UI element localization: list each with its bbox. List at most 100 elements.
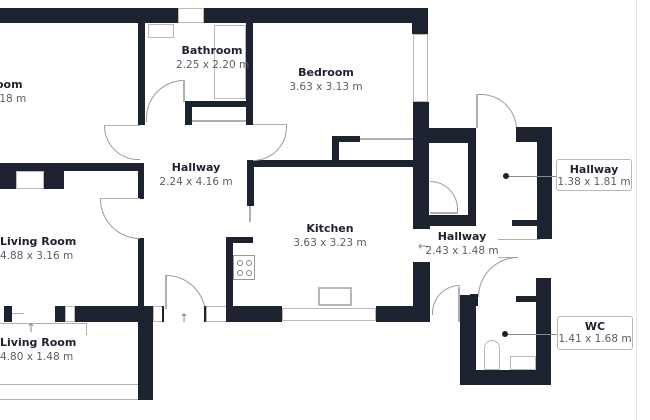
- entrance-door-swing[interactable]: [166, 275, 206, 315]
- room-dimensions: 4.80 x 1.48 m: [0, 351, 74, 363]
- wall-kitchen-right-low: [413, 262, 430, 322]
- wall-wc-left: [460, 295, 476, 385]
- room-name: Hallway: [171, 161, 221, 174]
- hall-door-left-top[interactable]: [104, 126, 140, 160]
- room-name: oom: [0, 78, 23, 91]
- wall-small-hall-lower: [430, 215, 476, 226]
- wall-wc-bottom: [460, 370, 551, 385]
- room-name: Bedroom: [298, 66, 354, 79]
- room-label-bedroom: Bedroom 3.63 x 3.13 m: [278, 66, 374, 94]
- upper-hall-door-swing[interactable]: [477, 94, 517, 130]
- room-label-kitchen: Kitchen 3.63 x 3.23 m: [282, 222, 378, 250]
- wall-bedroom-bottom: [253, 160, 417, 167]
- room-dimensions: 2.24 x 4.16 m: [159, 176, 233, 188]
- room-label-hallway-main: Hallway 2.24 x 4.16 m: [148, 161, 244, 189]
- bedroom-door-swing[interactable]: [253, 125, 287, 161]
- wall-living-hall-lower: [138, 238, 144, 308]
- window-kitchen: [282, 308, 376, 321]
- room-dimensions: 2.43 x 1.48 m: [425, 245, 499, 257]
- wall-top-right: [204, 8, 428, 23]
- callout-name: WC: [584, 320, 606, 333]
- wc-leader-line: [508, 334, 558, 335]
- wall-living-bottom-b: [55, 306, 65, 322]
- upper-hall-bottom-line: [498, 239, 540, 240]
- living2-line-a: [0, 384, 138, 385]
- hall-door-left-top-leaf: [104, 125, 140, 126]
- hallway-partition: [249, 206, 251, 222]
- wardrobe-rail: [360, 138, 413, 140]
- room-name: Kitchen: [306, 222, 354, 235]
- window-living-c2: [86, 323, 87, 335]
- wall-kitchen-right-mid: [413, 215, 430, 229]
- wall-living2-right: [138, 306, 153, 400]
- wall-room-bathroom: [138, 23, 145, 125]
- kitchen-door-swing[interactable]: [430, 181, 458, 213]
- wall-upper-hall-step: [512, 220, 542, 226]
- wall-kitchen-left-top: [226, 237, 253, 243]
- hallway-marker-dot: [503, 173, 509, 179]
- hallway-leader-line: [509, 176, 557, 177]
- wall-hallway-right: [247, 160, 254, 206]
- hob-icon: [233, 255, 255, 280]
- living2-line-b: [0, 399, 138, 400]
- wall-living-top: [0, 163, 144, 171]
- window-living-b: [65, 306, 75, 322]
- wall-fireplace: [0, 163, 16, 189]
- wall-living-bottom-a: [4, 306, 12, 322]
- toilet-icon: [484, 340, 500, 370]
- room-name: Hallway: [437, 230, 487, 243]
- wall-small-hall-inner: [468, 128, 476, 226]
- entrance-arrow-icon: ↑: [179, 311, 190, 325]
- wall-small-hall-left: [413, 128, 429, 148]
- wc-marker-dot: [502, 331, 508, 337]
- room-dimensions: 3.63 x 3.13 m: [289, 81, 363, 93]
- sink-icon: [318, 287, 352, 306]
- wall-wc-right: [536, 278, 551, 385]
- room-label-bathroom: Bathroom 2.25 x 2.20 m: [176, 44, 250, 72]
- window-top-bathroom: [178, 8, 204, 23]
- small-hall-door-swing[interactable]: [432, 285, 460, 315]
- room-name: Living Room: [0, 336, 77, 349]
- wall-wc-left-step: [470, 294, 478, 306]
- room-dimensions: 3.63 x 3.23 m: [293, 237, 367, 249]
- fireplace: [16, 171, 44, 189]
- bedroom-door-leaf: [253, 124, 287, 125]
- wall-top-left: [0, 8, 178, 23]
- window-bedroom-right: [413, 34, 428, 102]
- bathroom-door-swing[interactable]: [146, 80, 184, 122]
- wall-fireplace-r: [44, 163, 64, 189]
- page-edge-line: [636, 0, 637, 420]
- window-arrow-icon: ↑: [26, 321, 37, 335]
- room-dimensions: 4.88 x 3.16 m: [0, 250, 74, 262]
- room-label-partial: oom .18 m: [0, 78, 26, 106]
- wall-upper-hall-right: [537, 127, 552, 239]
- entrance-step-right: [206, 306, 228, 322]
- room-dimensions: 2.25 x 2.20 m: [176, 59, 250, 71]
- wall-bathroom-bottom: [185, 101, 192, 125]
- room-dimensions: .18 m: [0, 93, 27, 105]
- window-living-c: [0, 323, 87, 324]
- callout-dimensions: 1.38 x 1.81 m: [557, 176, 631, 188]
- wc-door-swing[interactable]: [478, 257, 518, 297]
- room-name: Living Room: [0, 235, 77, 248]
- wall-wc-notch: [516, 296, 536, 302]
- hallway-entry-arrow-icon: ←: [418, 239, 429, 253]
- wall-bedroom-corner: [412, 8, 428, 34]
- bathroom-door-leaf: [183, 80, 185, 102]
- basin: [148, 24, 174, 38]
- wall-bathroom-bottom-h: [185, 101, 246, 107]
- kitchen-door-leaf: [430, 212, 458, 214]
- room-label-living-2: Living Room 4.80 x 1.48 m: [0, 336, 76, 364]
- wc-basin: [510, 356, 536, 370]
- window-living-a: [12, 313, 24, 314]
- living-door-leaf: [100, 198, 140, 199]
- bathroom-opening: [192, 120, 246, 122]
- wall-living-bottom-c: [75, 306, 153, 322]
- wall-wardrobe-h: [332, 136, 360, 142]
- wall-bathroom-bedroom: [246, 23, 253, 125]
- wall-wardrobe: [332, 136, 339, 162]
- room-label-living-1: Living Room 4.88 x 3.16 m: [0, 235, 76, 263]
- living-door-swing[interactable]: [100, 199, 140, 239]
- hallway-callout: Hallway 1.38 x 1.81 m: [556, 159, 632, 191]
